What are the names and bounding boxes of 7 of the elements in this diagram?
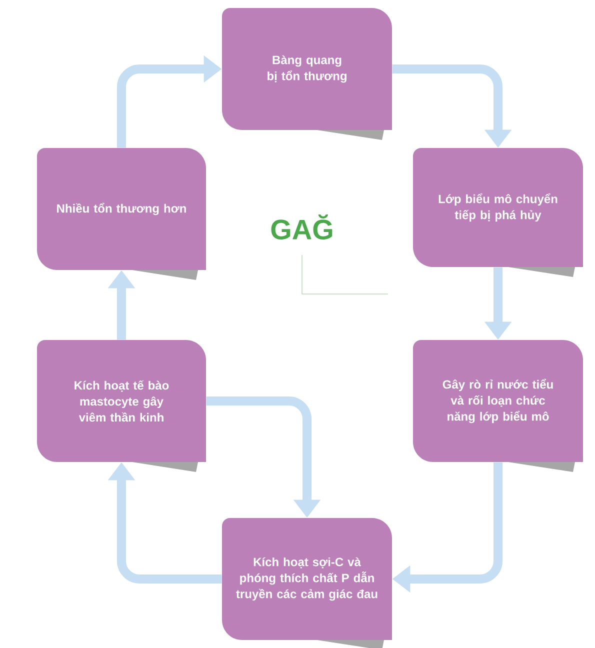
process-box: Nhiều tổn thương hơn: [37, 148, 206, 280]
center-label: GAĞ: [271, 214, 332, 240]
process-box: Bàng quang bị tổn thương: [222, 8, 392, 140]
process-box: Kích hoạt sợi-C và phóng thích chất P dẫn truyền các cảm giác đau: [222, 518, 392, 648]
process-box: Lớp biểu mô chuyển tiếp bị phá hủy: [413, 148, 583, 277]
process-box: Kích hoạt tế bào mastocyte gây viêm thần kinh: [37, 340, 206, 472]
process-box: Gây rò rỉ nước tiểu và rối loạn chức năng lớp biểu mô: [413, 340, 583, 472]
